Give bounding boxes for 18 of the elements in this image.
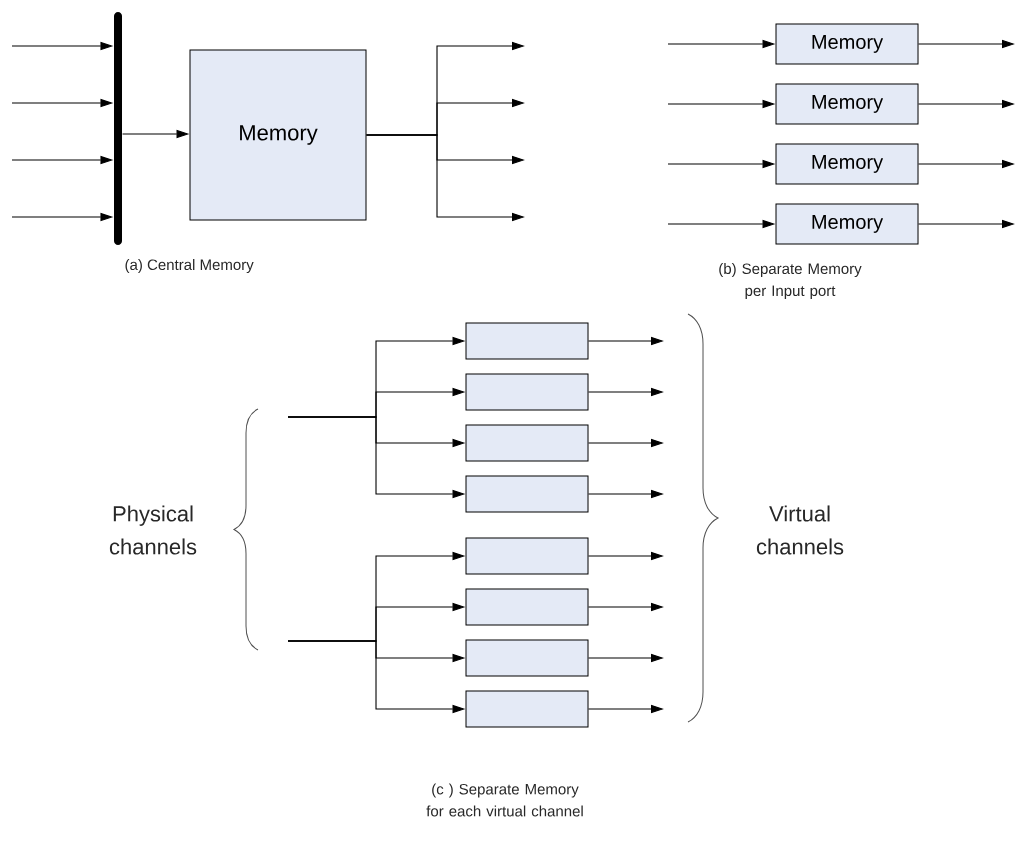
memory-box: Memory — [775, 203, 919, 245]
buffer-box — [465, 588, 589, 626]
memory-box: Memory — [775, 143, 919, 185]
caption: Virtual channels — [756, 505, 844, 555]
caption: (c ) Separate Memory for each virtual channel — [426, 783, 583, 817]
buffer-box — [465, 537, 589, 575]
buffer-box — [465, 475, 589, 513]
buffer-box — [465, 424, 589, 462]
caption: Physical channels — [109, 505, 197, 555]
buffer-box — [465, 373, 589, 411]
buffer-box — [465, 639, 589, 677]
caption: (b) Separate Memory per Input port — [719, 263, 862, 299]
memory-box: Memory — [775, 83, 919, 125]
buffer-box — [465, 690, 589, 728]
caption: (a) Central Memory — [125, 259, 254, 273]
buffer-box — [465, 322, 589, 360]
memory-box: Memory — [189, 49, 367, 221]
memory-box: Memory — [775, 23, 919, 65]
